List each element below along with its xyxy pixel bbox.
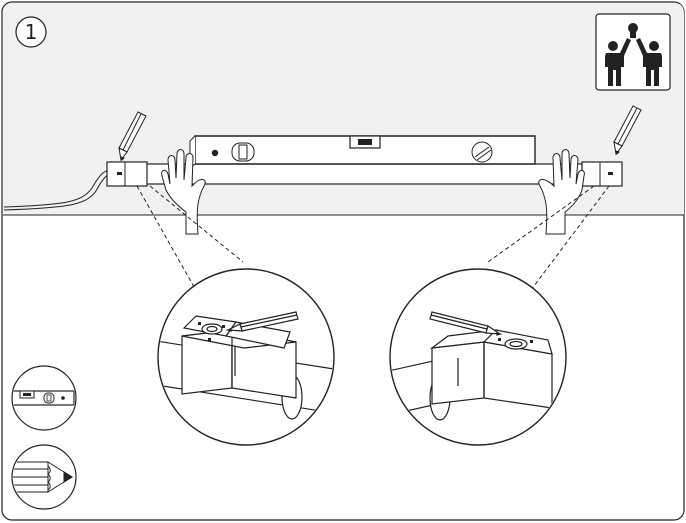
detail-view-right [389, 268, 567, 446]
spirit-level [189, 135, 536, 170]
step-number: 1 [25, 20, 38, 44]
detail-leader-lines [136, 185, 610, 295]
pencil-icon [11, 444, 77, 510]
pencil-right [613, 105, 642, 156]
right-hand [538, 149, 585, 235]
two-person-install-icon [595, 13, 671, 91]
step-number-badge: 1 [15, 16, 47, 48]
light-bar [106, 161, 623, 187]
detail-view-left [157, 268, 335, 446]
left-hand [161, 149, 206, 235]
spirit-level-icon [11, 365, 77, 431]
pencil-left [118, 111, 147, 162]
